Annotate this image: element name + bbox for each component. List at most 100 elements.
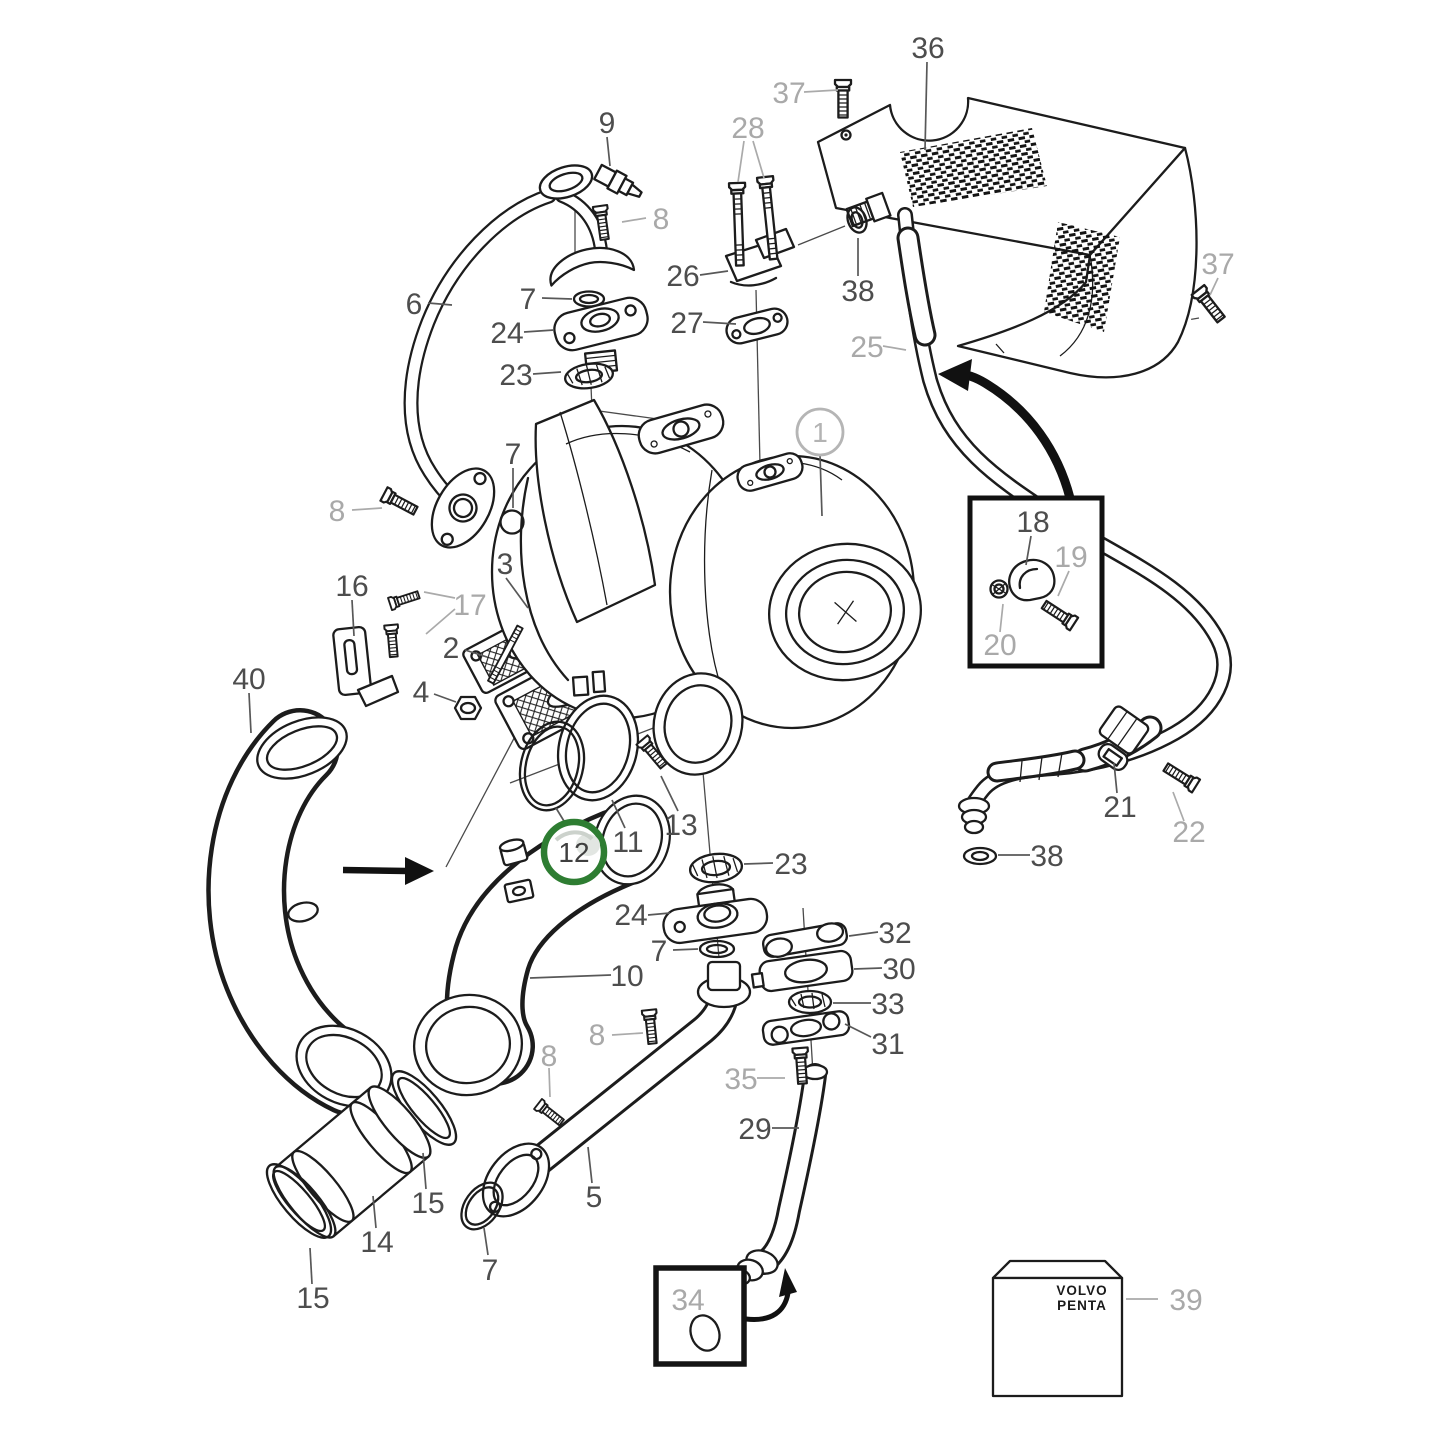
part-6-oil-pipe <box>403 188 557 549</box>
part-11-clamp <box>556 670 640 802</box>
part-30-clamp <box>750 949 854 993</box>
part-label-10: 10 <box>610 960 643 993</box>
part-16-bracket <box>332 625 400 708</box>
part-7-oring-drain <box>460 1181 504 1231</box>
part-37-bolt-left <box>833 78 853 119</box>
part-label-40: 40 <box>232 663 265 696</box>
part-label-38: 38 <box>1030 840 1063 873</box>
part-21-clamp <box>1097 705 1150 771</box>
part-label-2: 2 <box>443 632 460 665</box>
part-label-14: 14 <box>360 1226 393 1259</box>
part-label-26: 26 <box>666 260 699 293</box>
part-label-36: 36 <box>911 32 944 65</box>
part-label-8: 8 <box>653 203 670 236</box>
part-24-flange-lower <box>662 883 769 945</box>
part-label-31: 31 <box>871 1028 904 1061</box>
part-label-23: 23 <box>774 848 807 881</box>
part-14-sleeve <box>272 1085 432 1239</box>
part-label-4: 4 <box>413 676 430 709</box>
part-label-27: 27 <box>670 307 703 340</box>
part-8-bolt-pipe5-a <box>640 1008 661 1046</box>
part-17-bolt-b <box>383 623 402 659</box>
part-label-28: 28 <box>731 112 764 145</box>
part-9-sensor <box>593 163 643 198</box>
part-5-drain-pipe <box>481 960 752 1218</box>
part-label-3: 3 <box>497 548 514 581</box>
inset-detail-box <box>938 359 1105 669</box>
part-7-oring-left <box>499 509 525 535</box>
part-7-oring-lower <box>698 939 736 959</box>
part-1-turbocharger <box>462 398 923 776</box>
part-38-washer-top <box>846 206 868 234</box>
brand-line2: PENTA <box>1057 1298 1107 1313</box>
part-label-8: 8 <box>589 1019 606 1052</box>
part-label-18: 18 <box>1016 506 1049 539</box>
part-label-19: 19 <box>1054 541 1087 574</box>
part-label-15: 15 <box>411 1187 444 1220</box>
part-4-nut <box>453 695 483 721</box>
part-40-air-duct <box>206 708 393 1116</box>
part-17-bolt-a <box>387 587 422 612</box>
turbo-top-pad-left <box>637 403 725 455</box>
part-27-gasket <box>725 307 789 345</box>
part-label-13: 13 <box>664 809 697 842</box>
leader-lines-light <box>351 89 1219 1300</box>
part-label-32: 32 <box>878 917 911 950</box>
part-label-17: 17 <box>453 589 486 622</box>
part-34-box <box>653 1265 797 1367</box>
part-label-30: 30 <box>882 953 915 986</box>
part-label-38: 38 <box>841 275 874 308</box>
part-label-22: 22 <box>1172 816 1205 849</box>
part-38-washer-bottom <box>962 846 998 866</box>
part-12-oring <box>518 720 586 812</box>
part-8-bolt-pipe5-b <box>533 1098 567 1129</box>
part-label-15: 15 <box>296 1282 329 1315</box>
install-arrow <box>342 857 434 885</box>
part-label-25: 25 <box>850 331 883 364</box>
part-label-6: 6 <box>406 288 423 321</box>
part-label-5: 5 <box>586 1181 603 1214</box>
callout-1: 1 <box>795 407 845 457</box>
part-label-39: 39 <box>1169 1284 1202 1317</box>
part-20-nut <box>989 579 1009 599</box>
part-32-clamp <box>762 922 848 958</box>
hose-25-end-fitting <box>957 796 991 835</box>
part-24-flange-top <box>553 296 649 352</box>
highlight-12-text: 12 <box>558 837 589 868</box>
highlight-circle-12: 12 <box>540 818 608 886</box>
part-label-9: 9 <box>599 107 616 140</box>
part-18-clamp <box>1008 558 1056 602</box>
part-6-neck <box>538 164 636 287</box>
part-23-seal-top <box>564 362 614 390</box>
part-label-37: 37 <box>1201 248 1234 281</box>
part-39-brand-box: VOLVO PENTA <box>991 1259 1124 1398</box>
part-label-7: 7 <box>651 935 668 968</box>
part-label-8: 8 <box>541 1040 558 1073</box>
part-33-washer <box>787 989 833 1015</box>
part-label-24: 24 <box>614 899 647 932</box>
part-label-35: 35 <box>724 1063 757 1096</box>
part-label-37: 37 <box>772 77 805 110</box>
part-label-23: 23 <box>499 359 532 392</box>
part-label-20: 20 <box>983 629 1016 662</box>
part-label-8: 8 <box>329 495 346 528</box>
part-31-clamp <box>761 1010 851 1046</box>
part-label-21: 21 <box>1103 791 1136 824</box>
turbo-top-pad-right <box>736 452 804 492</box>
leader-lines-dark <box>248 61 1118 1285</box>
part-label-16: 16 <box>335 570 368 603</box>
part-label-11: 11 <box>612 826 643 859</box>
hose-bleed-cap <box>498 838 529 867</box>
part-label-34: 34 <box>671 1284 704 1317</box>
brand-line1: VOLVO <box>1056 1283 1107 1298</box>
part-8-bolt-left <box>379 486 421 519</box>
hose-pad <box>503 878 535 904</box>
part-22-bolt <box>1160 759 1202 794</box>
part-label-29: 29 <box>738 1113 771 1146</box>
callout-1-text: 1 <box>812 417 828 448</box>
part-23-seal-lower <box>688 852 744 884</box>
turbo-outlet-stub <box>652 672 744 776</box>
